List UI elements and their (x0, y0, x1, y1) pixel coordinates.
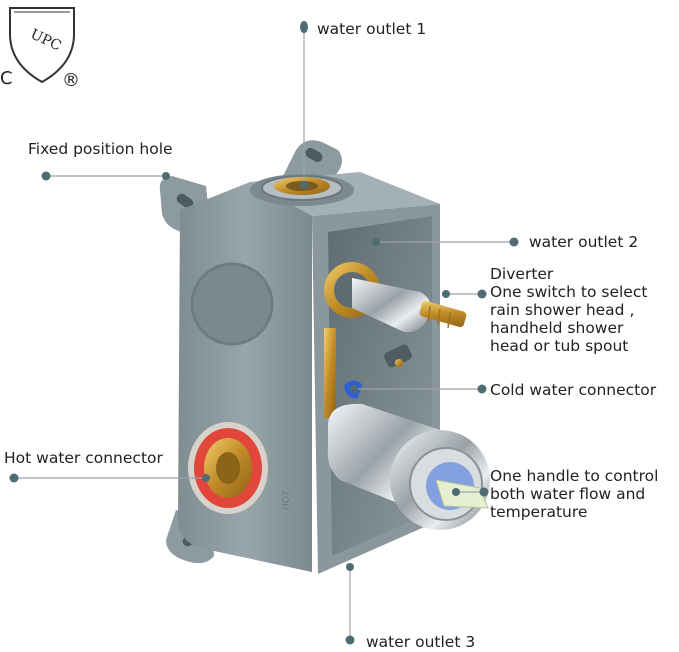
label-fixed-position-hole-text: Fixed position hole (28, 140, 173, 158)
marker-dots (9, 21, 519, 645)
shield-icon (9, 7, 75, 84)
label-handle-desc-2: both water flow and (490, 485, 646, 503)
label-handle: One handle to control both water flow an… (490, 467, 658, 521)
upc-certification-mark: UPC C ® (0, 7, 80, 91)
label-diverter-desc-2: rain shower head , (490, 301, 635, 319)
label-cold-water-connector: Cold water connector (490, 381, 656, 399)
upc-shield-text: UPC (28, 26, 64, 54)
label-diverter: Diverter One switch to select rain showe… (490, 265, 647, 355)
c-mark: C (0, 68, 13, 89)
dot-handle-label (479, 487, 489, 497)
leader-lines (14, 28, 514, 640)
diverter (324, 262, 467, 333)
dot-outlet-1-target (300, 181, 308, 189)
mixing-cartridge (327, 403, 490, 530)
dot-diverter-label (477, 289, 487, 299)
label-cold-water-connector-text: Cold water connector (490, 381, 657, 399)
valve-body: HOT (178, 172, 440, 574)
label-hot-water-connector: Hot water connector (4, 449, 163, 467)
label-diverter-desc-4: head or tub spout (490, 337, 629, 355)
label-water-outlet-1: water outlet 1 (317, 20, 426, 38)
outlet-1-fitting (250, 174, 354, 206)
dot-outlet-3-label (345, 635, 355, 645)
diverter-stem (419, 300, 467, 328)
hot-water-connector-fitting (188, 422, 268, 514)
valve-body-left-face (178, 182, 312, 572)
label-handle-desc-3: temperature (490, 503, 588, 521)
dot-outlet-3-target (346, 563, 354, 571)
label-diverter-desc-3: handheld shower (490, 319, 624, 337)
dot-hot-target (202, 474, 210, 482)
label-water-outlet-1-text: water outlet 1 (317, 20, 427, 38)
label-water-outlet-3-text: water outlet 3 (366, 633, 476, 651)
dot-outlet-2-target (372, 238, 380, 246)
label-fixed-position-hole: Fixed position hole (28, 140, 173, 158)
cartridge-stem (435, 479, 489, 509)
body-embossed-text: HOT (281, 490, 292, 511)
label-water-outlet-2: water outlet 2 (529, 233, 638, 251)
knockout-circle (190, 262, 274, 346)
dot-outlet-2-label (509, 237, 519, 247)
label-hot-water-connector-text: Hot water connector (4, 449, 163, 467)
dot-diverter-target (442, 290, 450, 298)
dot-cold-label (477, 384, 487, 394)
label-diverter-title: Diverter (490, 265, 554, 283)
label-diverter-desc-1: One switch to select (490, 283, 648, 301)
label-water-outlet-3: water outlet 3 (366, 633, 475, 651)
dot-cold-target (350, 385, 358, 393)
dot-fixed-hole-target (162, 172, 170, 180)
label-water-outlet-2-text: water outlet 2 (529, 233, 639, 251)
dot-hot-label (9, 473, 19, 483)
registered-mark: ® (62, 70, 80, 91)
label-handle-desc-1: One handle to control (490, 467, 659, 485)
dot-outlet-1-label (300, 21, 308, 33)
dot-handle-target (452, 488, 460, 496)
dot-fixed-hole-label (41, 171, 51, 181)
